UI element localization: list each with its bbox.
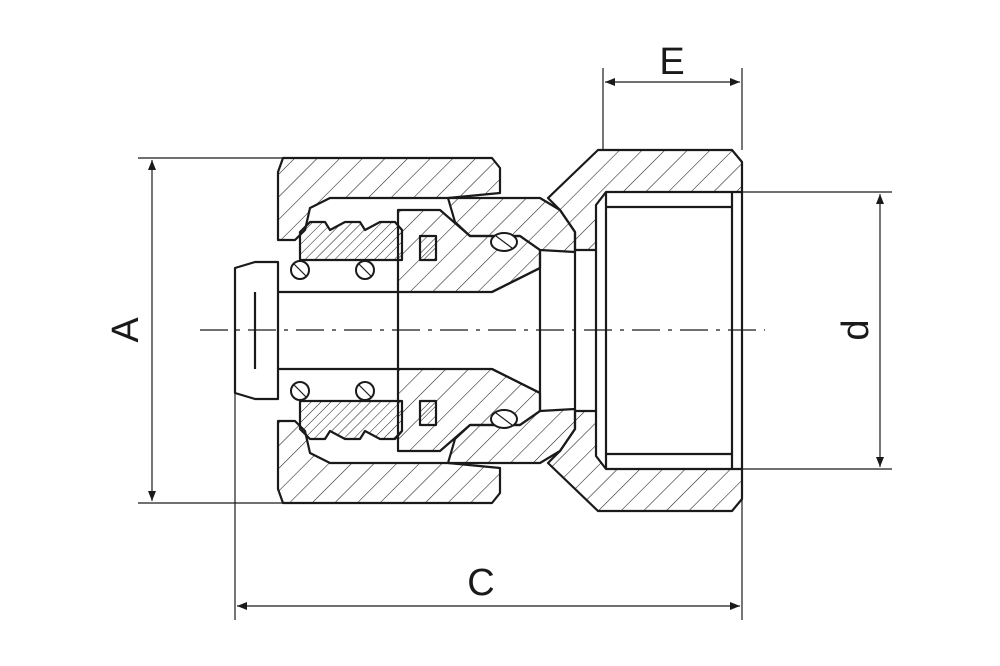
nut-lower-wall (276, 419, 502, 505)
hex-body-upper (546, 148, 744, 252)
pipe-stub (233, 260, 400, 401)
ferrule-upper (298, 220, 404, 262)
dimension-label-a: A (105, 317, 147, 343)
ferrule-lower (298, 399, 404, 441)
dimension-label-d: d (835, 319, 877, 340)
nut-upper-wall (276, 156, 502, 242)
dimension-label-c: C (467, 562, 494, 604)
fitting-body (233, 148, 744, 513)
hex-body-lower (546, 409, 744, 513)
dimension-label-e: E (659, 41, 684, 83)
dimension-lines (138, 68, 892, 620)
